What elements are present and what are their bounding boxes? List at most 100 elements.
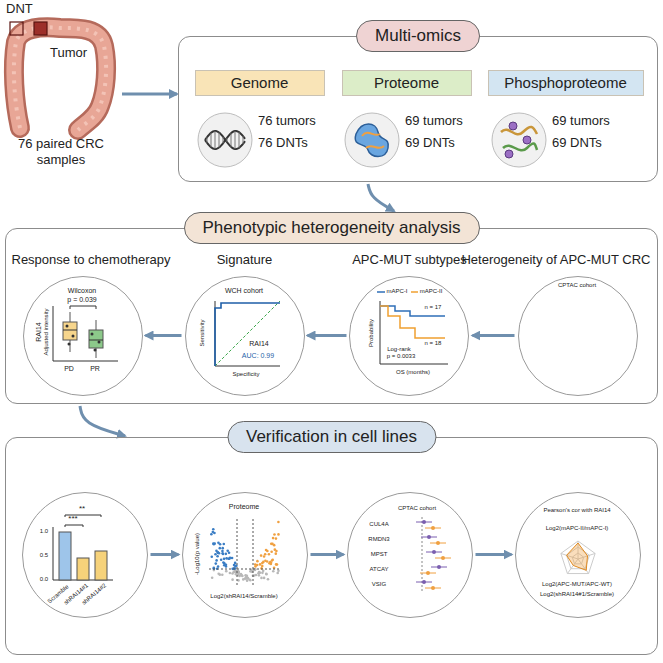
chart-mark	[562, 336, 570, 344]
chart-mark	[377, 291, 385, 293]
chart-mark	[72, 335, 75, 338]
chart-mark	[345, 113, 399, 167]
chart-mark	[570, 304, 578, 312]
sample-count: 76 DNTs	[258, 136, 308, 149]
chart-text: MPST	[371, 551, 388, 557]
chart-mark	[610, 344, 618, 352]
chart-mark	[562, 320, 570, 328]
panel-header-band: Verification in cell lines	[227, 421, 436, 453]
chart-mark	[259, 563, 262, 566]
chart-mark	[271, 543, 274, 546]
chart-mark	[198, 113, 252, 167]
chart-text: mAPC-I	[386, 288, 407, 294]
chart-mark	[594, 328, 602, 336]
chart-mark	[594, 352, 602, 360]
chart-mark	[221, 573, 224, 576]
chart-mark	[215, 301, 280, 366]
chart-mark	[270, 550, 273, 553]
chart-mark	[538, 296, 546, 304]
chart-mark	[538, 320, 546, 328]
chart-mark	[210, 556, 213, 559]
chart-circle: *****1.00.50.0ScrambleshRAI14#1shRAI14#2	[22, 492, 148, 618]
chart-mark	[63, 322, 77, 340]
chart-text: n = 18	[425, 340, 442, 346]
chart-mark	[602, 312, 610, 320]
chart-mark	[562, 368, 570, 376]
chart-mark	[276, 563, 279, 566]
chart-mark	[265, 572, 268, 575]
chart-text: p = 0.0033	[387, 353, 416, 359]
chart-mark	[246, 577, 249, 580]
chart-text: Log2(shRAI14#1/Scramble)	[540, 591, 614, 597]
chart-mark	[210, 533, 213, 536]
chart-mark	[232, 571, 235, 574]
chart-mark	[594, 344, 602, 352]
chart-mark	[233, 570, 236, 573]
chart-mark	[431, 586, 435, 590]
chart-circle: SignatureWCH cohortSensitivitySpecificit…	[185, 250, 305, 396]
chart-mark	[241, 575, 244, 578]
chart-mark	[258, 574, 261, 577]
chart-mark	[260, 577, 263, 580]
chart-mark	[227, 138, 228, 142]
tumor-site	[34, 22, 47, 35]
chart-mark	[229, 572, 232, 575]
chart-mark	[602, 368, 610, 376]
chart-mark	[258, 571, 261, 574]
chart-text: -Log10(p value)	[194, 533, 200, 575]
chart-mark	[91, 333, 94, 336]
chart-text: Pearson's cor with RAI14	[543, 507, 610, 513]
chart-mark	[228, 552, 231, 555]
chart-mark	[562, 352, 570, 360]
flow-arrow	[308, 334, 347, 337]
chart-mark	[235, 131, 236, 149]
omics-box: Phosphoproteome	[488, 70, 644, 96]
chart-mark	[211, 133, 212, 147]
panel-header-band: Multi-omics	[356, 20, 480, 52]
chart-mark	[610, 328, 618, 336]
chart-mark	[570, 320, 578, 328]
chart-mark	[380, 306, 445, 338]
chart-text: VSIG	[372, 581, 386, 587]
chart-mark	[594, 296, 602, 304]
chart-mark	[570, 336, 578, 344]
flow-arrow	[122, 93, 177, 96]
chart-mark	[213, 542, 216, 545]
chart-mark	[546, 312, 554, 320]
sample-caption: 76 paired CRC samples	[2, 136, 120, 167]
chart-text: CUL4A	[369, 521, 388, 527]
chart-mark	[198, 113, 252, 167]
chart-mark	[215, 559, 218, 562]
chart-mark	[274, 548, 277, 551]
chart-mark	[594, 312, 602, 320]
chart-mark	[272, 570, 275, 573]
chart-mark	[586, 296, 594, 304]
chart-mark	[63, 330, 103, 340]
chart-text: 0.0	[40, 576, 48, 582]
flow-arrow	[146, 334, 182, 337]
chart-mark	[538, 368, 546, 376]
chart-heading: Response to chemotherapy	[11, 252, 170, 268]
chart-mark	[561, 541, 595, 574]
chart-mark	[234, 565, 237, 568]
chart-mark	[426, 571, 430, 575]
chart-mark	[538, 336, 546, 344]
flow-arrow	[80, 406, 125, 436]
site-label: Tumor	[50, 46, 87, 59]
chart-mark	[594, 320, 602, 328]
chart-mark	[436, 541, 440, 545]
flow-arrow	[472, 334, 514, 337]
chart-mark	[570, 344, 578, 352]
chart-mark	[248, 578, 251, 581]
chart-text: PR	[90, 365, 100, 372]
chart-mark	[268, 562, 271, 565]
chart-mark	[345, 113, 399, 167]
chart-outline: Wilcoxonp = 0.039RAI14Adjusted intensity…	[23, 276, 143, 396]
chart-mark	[377, 292, 448, 364]
chart-mark	[570, 312, 578, 320]
omics-box: Proteome	[342, 70, 472, 96]
chart-mark	[586, 328, 594, 336]
chart-mark	[602, 320, 610, 328]
chart-mark	[432, 550, 436, 554]
